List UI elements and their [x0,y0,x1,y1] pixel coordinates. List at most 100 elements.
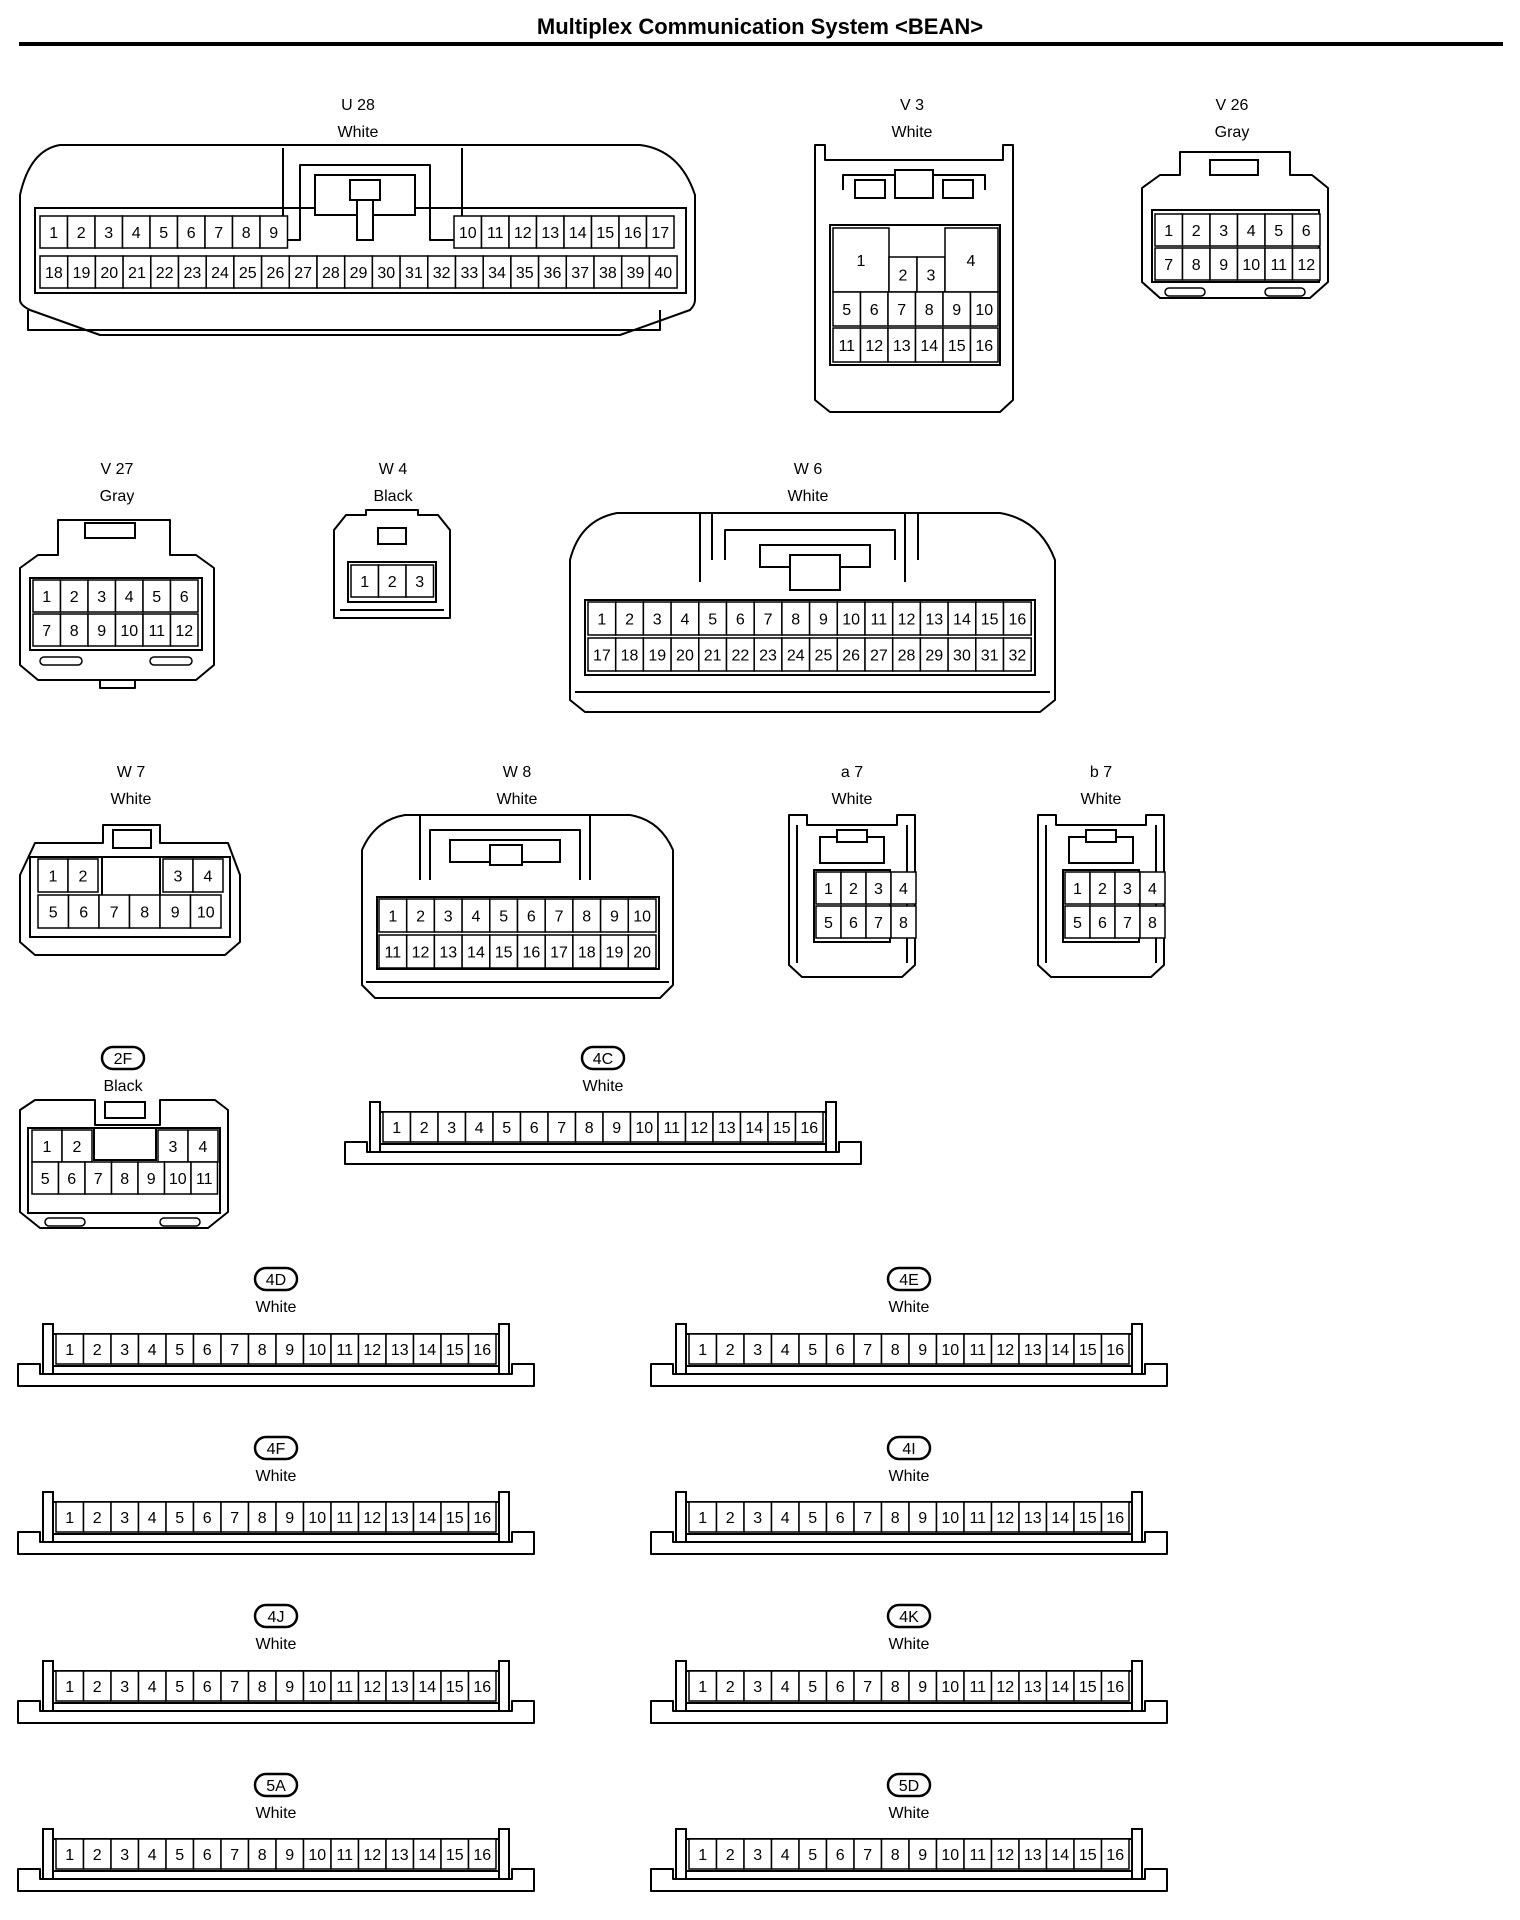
pin-cell [427,255,457,289]
pin-cell [489,898,519,933]
pin-number: 5 [175,1847,184,1864]
pin-number: 13 [391,1847,409,1864]
pin-cell [189,894,222,929]
pin-number: 5 [808,1342,817,1359]
pin-number: 6 [187,225,196,242]
pin-cell [1089,905,1116,939]
pin-number: 12 [1297,257,1315,274]
pin-number: 8 [120,1171,129,1188]
connector-code: 4J [268,1609,285,1626]
pin-cell [454,255,484,289]
pin-number: 2 [93,1847,102,1864]
pin-number: 2 [726,1342,735,1359]
pin-cell [890,871,917,905]
pin-number: 2 [79,869,88,886]
pin-number: 5 [175,1342,184,1359]
pin-number: 2 [388,574,397,591]
pin-number: 4 [125,589,134,606]
pin-number: 28 [322,265,340,282]
shell-part [1085,829,1117,843]
pin-cell [781,601,811,636]
pin-number: 2 [726,1510,735,1527]
shell-part [854,179,886,199]
pin-number: 8 [1192,257,1201,274]
pin-cell [433,934,463,969]
pin-number: 29 [350,265,368,282]
shell-outline [650,1868,1168,1892]
pin-number: 4 [967,253,976,270]
pin-number: 10 [941,1847,959,1864]
pin-number: 13 [1024,1679,1042,1696]
connector-color: White [832,791,873,808]
pin-number: 11 [663,1120,680,1137]
pin-number: 14 [1051,1679,1069,1696]
pin-number: 10 [308,1679,326,1696]
pin-cell [110,1161,139,1195]
pin-number: 11 [196,1171,213,1188]
pin-cell [890,905,917,939]
pin-cell [275,1333,305,1365]
pin-cell [357,1501,387,1533]
pin-cell [963,1670,993,1702]
shell-part [1131,1323,1143,1375]
pin-number: 8 [258,1679,267,1696]
shell-outline [17,1363,535,1387]
pin-number: 13 [718,1120,736,1137]
shell-outline [19,144,696,336]
pin-cell [231,215,261,249]
connector-code-badge [886,1603,932,1629]
shell-part [1131,1491,1143,1543]
pin-number: 3 [927,268,936,285]
pin-number: 18 [45,265,63,282]
pin-number: 8 [258,1847,267,1864]
pin-cell [865,871,892,905]
page-title: Multiplex Communication System <BEAN> [536,14,984,39]
pin-cell [110,1670,140,1702]
pin-number: 11 [969,1510,986,1527]
pin-number: 9 [147,1171,156,1188]
pin-number: 13 [925,612,943,629]
pin-cell [61,1129,93,1163]
pin-cell [247,1838,277,1870]
connector-color: White [892,124,933,141]
connector-code-badge [253,1435,299,1461]
pin-cell [492,1111,522,1143]
shell-part [39,656,83,666]
pin-number: 8 [791,612,800,629]
pin-number: 1 [65,1510,74,1527]
pin-number: 3 [874,881,883,898]
connector-code-badge [253,1266,299,1292]
pin-number: 3 [753,1679,762,1696]
pin-number: 7 [110,905,119,922]
pin-number: 10 [308,1342,326,1359]
pin-number: 26 [842,648,860,665]
pin-number: 7 [764,612,773,629]
pin-number: 25 [815,648,833,665]
pin-number: 1 [857,253,866,270]
pin-cell [808,637,839,672]
pin-cell [114,579,144,613]
pin-cell [385,1501,415,1533]
pin-cell [853,1501,883,1533]
pin-cell [627,898,657,933]
pin-number: 22 [156,265,174,282]
pin-cell [836,601,866,636]
pin-number: 14 [418,1510,436,1527]
pin-cell [137,1161,166,1195]
pin-number: 9 [918,1679,927,1696]
pin-number: 4 [475,1120,484,1137]
key-notch [101,856,161,898]
pin-cell [508,215,538,249]
pin-number: 39 [627,265,645,282]
pin-cell [247,1670,277,1702]
pin-number: 15 [1079,1679,1097,1696]
pin-number: 31 [981,648,999,665]
pin-cell [1045,1838,1075,1870]
pin-number: 6 [836,1847,845,1864]
pin-number: 1 [698,1847,707,1864]
pin-number: 14 [1051,1847,1069,1864]
